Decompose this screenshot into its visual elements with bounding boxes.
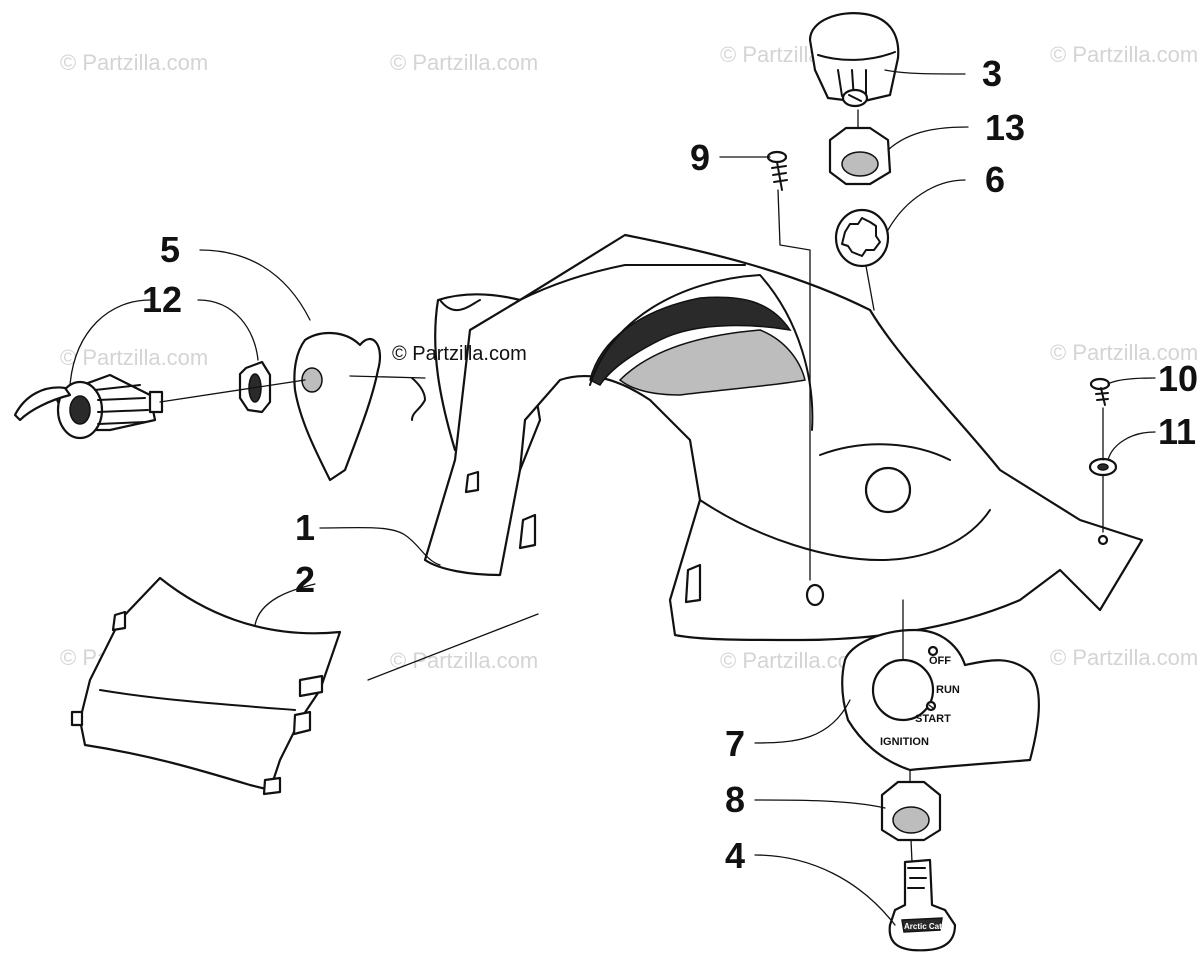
leader-lines	[69, 69, 1156, 926]
indicator-light-assembly	[808, 12, 900, 311]
ignition-start-label: START	[915, 713, 951, 725]
watermark: © Partzilla.com	[390, 648, 538, 673]
callout-12: 12	[142, 279, 182, 320]
key-tag-label: Arctic Cat	[904, 922, 942, 931]
callout-numbers: 1 2 3 4 5 6 7 8 9 10 11 12 13	[142, 53, 1198, 876]
watermark: © Partzilla.com	[1050, 645, 1198, 670]
callout-8: 8	[725, 779, 745, 820]
watermark: © Partzilla.com	[390, 50, 538, 75]
callout-9: 9	[690, 137, 710, 178]
callout-1: 1	[295, 507, 315, 548]
lower-cover	[70, 576, 342, 796]
callout-10: 10	[1158, 358, 1198, 399]
ignition-run-label: RUN	[936, 684, 960, 696]
watermark: © Partzilla.com	[1050, 340, 1198, 365]
callout-2: 2	[295, 559, 315, 600]
ignition-title-label: IGNITION	[880, 736, 929, 748]
watermark: © Partzilla.com	[1050, 42, 1198, 67]
watermark: © Partzilla.com	[392, 343, 527, 365]
callout-5: 5	[160, 229, 180, 270]
callout-6: 6	[985, 159, 1005, 200]
screw-10-washer-11	[1088, 377, 1118, 533]
callout-4: 4	[725, 835, 745, 876]
ignition-off-label: OFF	[929, 655, 951, 667]
console-housing	[411, 233, 1144, 642]
ignition-assembly: OFF RUN START IGNITION Arctic Cat	[841, 599, 1040, 952]
callout-7: 7	[725, 723, 745, 764]
watermark: © Partzilla.com	[60, 50, 208, 75]
callout-13: 13	[985, 107, 1025, 148]
callout-11: 11	[1158, 411, 1196, 452]
callout-3: 3	[982, 53, 1002, 94]
screw-9	[766, 150, 811, 581]
power-socket-assembly	[13, 331, 426, 482]
assembly-line	[367, 613, 539, 681]
watermark: © Partzilla.com	[60, 345, 208, 370]
